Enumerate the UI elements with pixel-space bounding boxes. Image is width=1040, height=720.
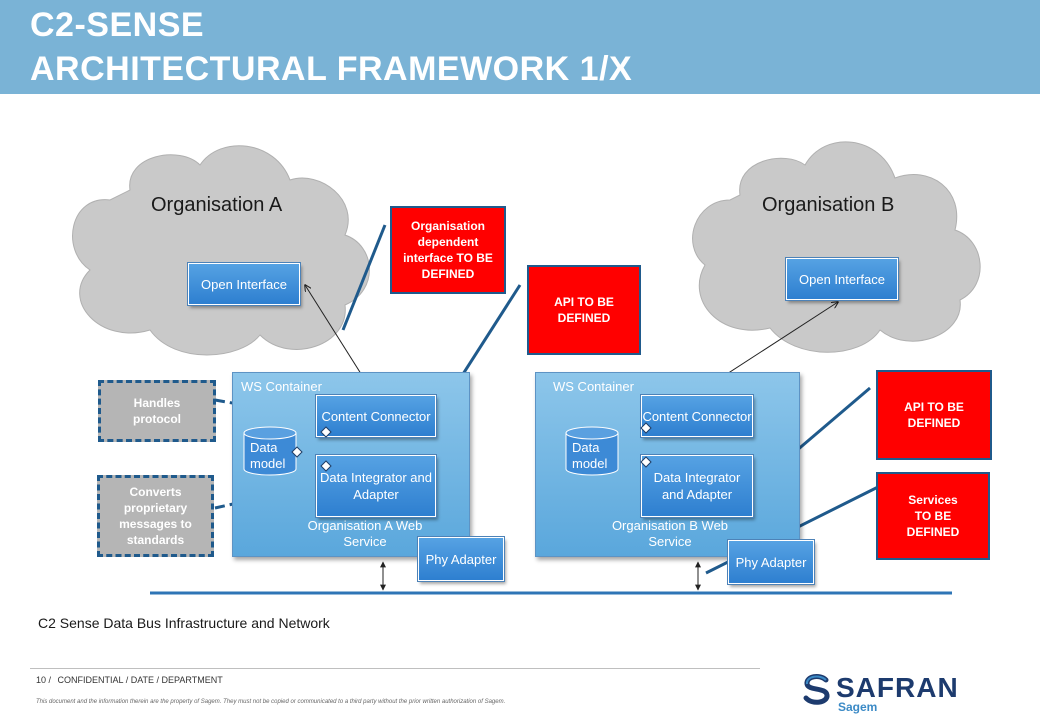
callout-api-1: API TO BE DEFINED: [527, 265, 641, 355]
cloud-organisation-b: [692, 141, 981, 353]
ws-container-label-a: WS Container: [241, 379, 322, 394]
data-model-label-a: Data model: [250, 440, 286, 471]
confidential-label: CONFIDENTIAL / DATE / DEPARTMENT: [57, 675, 223, 685]
content-connector-a[interactable]: Content Connector: [315, 394, 437, 438]
open-interface-b[interactable]: Open Interface: [785, 257, 899, 301]
open-interface-a[interactable]: Open Interface: [187, 262, 301, 306]
callout-org-dependent-interface: Organisation dependent interface TO BE D…: [390, 206, 506, 294]
phy-adapter-a[interactable]: Phy Adapter: [417, 536, 505, 582]
data-model-label-b: Data model: [572, 440, 608, 471]
web-service-label-b: Organisation B Web Service: [611, 518, 729, 549]
footer-legal-text: This document and the information therei…: [36, 699, 506, 705]
data-integrator-a[interactable]: Data Integrator and Adapter: [315, 454, 437, 518]
sagem-label: Sagem: [838, 700, 878, 714]
phy-adapter-b[interactable]: Phy Adapter: [727, 539, 815, 585]
content-connector-b[interactable]: Content Connector: [640, 394, 754, 438]
safran-brand: SAFRAN: [836, 672, 959, 703]
cloud-title-b: Organisation B: [762, 194, 895, 216]
web-service-label-a: Organisation A Web Service: [307, 518, 423, 549]
callout-services: Services TO BE DEFINED: [876, 472, 990, 560]
data-integrator-b[interactable]: Data Integrator and Adapter: [640, 454, 754, 518]
page-title-line2: ARCHITECTURAL FRAMEWORK 1/X: [30, 50, 633, 88]
footer-page-info: 10 / CONFIDENTIAL / DATE / DEPARTMENT: [36, 675, 223, 685]
callout-converts-messages: Converts proprietary messages to standar…: [97, 475, 214, 557]
ws-container-label-b: WS Container: [553, 379, 634, 394]
page-title-line1: C2-SENSE: [30, 6, 205, 44]
data-model-cylinder-a: [243, 426, 297, 476]
bus-label: C2 Sense Data Bus Infrastructure and Net…: [38, 615, 330, 631]
page-number: 10 /: [36, 675, 52, 685]
callout-handles-protocol: Handles protocol: [98, 380, 216, 442]
data-model-cylinder-b: [565, 426, 619, 476]
safran-logo-icon: [803, 674, 830, 705]
header-bar: C2-SENSE ARCHITECTURAL FRAMEWORK 1/X: [0, 0, 1040, 94]
callout-api-2: API TO BE DEFINED: [876, 370, 992, 460]
cloud-title-a: Organisation A: [151, 194, 283, 216]
footer-divider: [30, 668, 760, 669]
